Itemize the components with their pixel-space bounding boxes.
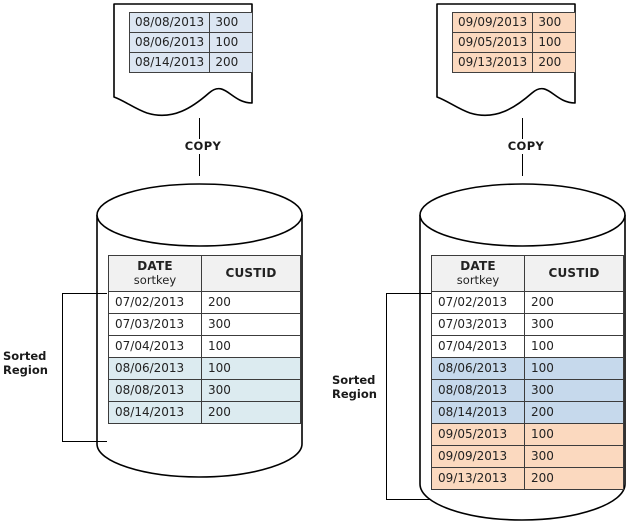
left-db-header-date-main: DATE (137, 259, 173, 273)
left-sorted-region-bracket (62, 293, 107, 442)
cell-custid: 300 (209, 12, 253, 33)
cell-custid: 300 (524, 445, 624, 468)
right-db-header-date: DATE sortkey (431, 255, 525, 292)
cell-date: 08/14/2013 (128, 52, 211, 73)
cell-custid: 100 (201, 357, 301, 380)
cell-date: 09/13/2013 (451, 52, 534, 73)
left-db-header-date: DATE sortkey (108, 255, 202, 292)
cell-date: 08/08/2013 (431, 379, 525, 402)
cell-date: 07/02/2013 (108, 291, 202, 314)
cell-date: 07/03/2013 (431, 313, 525, 336)
cell-custid: 300 (201, 379, 301, 402)
left-db-header-row: DATE sortkey CUSTID (108, 255, 301, 292)
cell-date: 08/06/2013 (128, 32, 211, 53)
cell-date: 09/13/2013 (431, 467, 525, 490)
cell-date: 08/14/2013 (431, 401, 525, 424)
cell-date: 07/04/2013 (108, 335, 202, 358)
cell-custid: 100 (532, 32, 576, 53)
cell-custid: 100 (524, 335, 624, 358)
right-db-header-row: DATE sortkey CUSTID (431, 255, 624, 292)
cell-custid: 100 (524, 357, 624, 380)
right-db-header-date-main: DATE (460, 259, 496, 273)
right-copy-connector-lower (522, 154, 524, 176)
right-sorted-region-bracket (386, 293, 431, 500)
right-sorted-region-label: Sorted Region (332, 373, 377, 402)
cell-date: 07/04/2013 (431, 335, 525, 358)
cell-custid: 200 (201, 401, 301, 424)
cell-date: 08/14/2013 (108, 401, 202, 424)
cell-date: 09/09/2013 (431, 445, 525, 468)
cell-custid: 300 (201, 313, 301, 336)
left-copy-connector-lower (199, 154, 201, 176)
right-db-head: DATE sortkey CUSTID (431, 255, 624, 292)
cell-custid: 200 (532, 52, 576, 73)
left-copy-connector-upper (199, 118, 201, 140)
left-db-head: DATE sortkey CUSTID (108, 255, 301, 292)
cell-custid: 200 (524, 291, 624, 314)
right-db-header-custid: CUSTID (524, 255, 624, 292)
cell-custid: 200 (524, 467, 624, 490)
left-db-header-date-sub: sortkey (133, 273, 177, 287)
right-db-header-date-sub: sortkey (456, 273, 500, 287)
cell-custid: 300 (524, 313, 624, 336)
left-db-header-custid: CUSTID (201, 255, 301, 292)
cell-custid: 100 (524, 423, 624, 446)
cell-date: 09/09/2013 (451, 12, 534, 33)
cell-date: 08/06/2013 (108, 357, 202, 380)
cell-date: 07/02/2013 (431, 291, 525, 314)
cell-custid: 200 (209, 52, 253, 73)
cell-date: 08/08/2013 (128, 12, 211, 33)
cell-custid: 200 (201, 291, 301, 314)
cell-date: 08/06/2013 (431, 357, 525, 380)
right-db-header-custid-main: CUSTID (548, 266, 600, 280)
cell-custid: 300 (524, 379, 624, 402)
right-copy-connector-upper (522, 118, 524, 140)
cell-date: 08/08/2013 (108, 379, 202, 402)
right-copy-label: COPY (498, 139, 554, 153)
cell-date: 07/03/2013 (108, 313, 202, 336)
cell-custid: 200 (524, 401, 624, 424)
left-db-header-custid-main: CUSTID (225, 266, 277, 280)
left-sorted-region-label: Sorted Region (3, 349, 48, 378)
cell-date: 09/05/2013 (431, 423, 525, 446)
cell-date: 09/05/2013 (451, 32, 534, 53)
left-copy-label: COPY (175, 139, 231, 153)
cell-custid: 300 (532, 12, 576, 33)
cell-custid: 100 (209, 32, 253, 53)
cell-custid: 100 (201, 335, 301, 358)
